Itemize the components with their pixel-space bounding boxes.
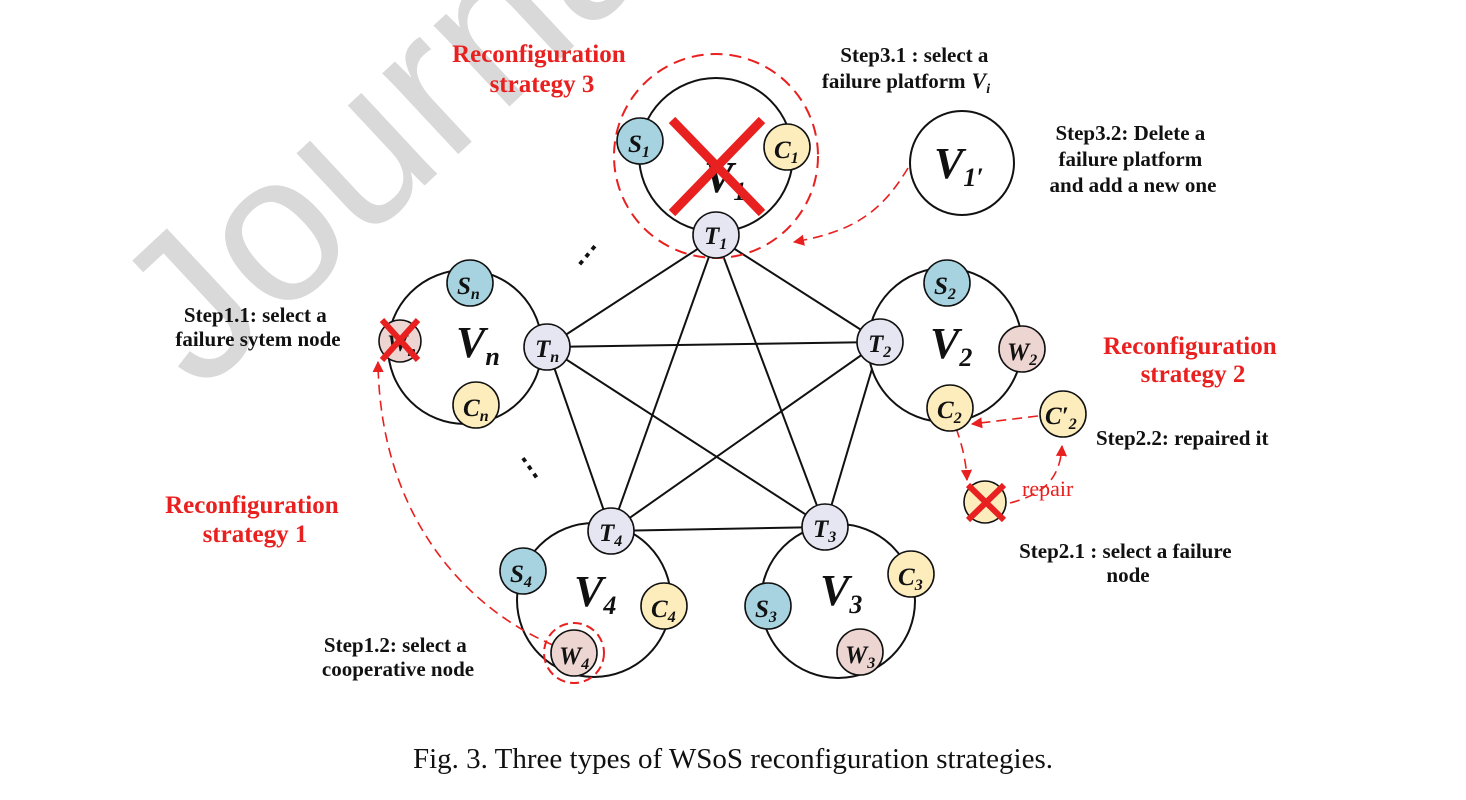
node-c1: C1 (763, 123, 811, 171)
svg-text:Cn: Cn (463, 395, 489, 425)
svg-text:C4: C4 (651, 596, 676, 626)
edge-t2-t3 (824, 341, 881, 528)
step2-1-label: Step2.1 : select a failure node (1019, 539, 1237, 587)
node-t3: T3 (801, 503, 849, 551)
svg-text:C3: C3 (898, 564, 923, 594)
platform-v3-label: V3 (820, 566, 862, 619)
arrow-w4-to-wn (372, 360, 554, 646)
svg-text:S2: S2 (934, 273, 956, 303)
node-w4: W4 (550, 629, 598, 677)
svg-text:S1: S1 (628, 131, 650, 161)
edge-t3-tn (546, 346, 826, 528)
figure-caption: Fig. 3. Three types of WSoS reconfigurat… (413, 743, 1053, 775)
node-s1: S1 (616, 117, 664, 165)
svg-text:W2: W2 (1007, 339, 1037, 369)
repair-label: repair (1022, 476, 1074, 501)
x-mark-v1 (668, 116, 766, 217)
node-t1: T1 (692, 211, 740, 259)
nodes: S1 C1 T1 S2 W2 C2 T2 C′2 S3 C3 W3 T3 S4 … (378, 117, 1087, 677)
svg-text:T3: T3 (813, 516, 836, 546)
node-t4: T4 (587, 507, 635, 555)
edge-t2-t4 (610, 341, 881, 532)
edge-t1-t2 (715, 236, 881, 343)
node-sn: Sn (446, 259, 494, 307)
strategy1-title: Reconfiguration strategy 1 (165, 492, 345, 548)
node-w2: W2 (998, 325, 1046, 373)
node-s4: S4 (499, 547, 547, 595)
svg-text:Tn: Tn (535, 336, 559, 366)
node-s3: S3 (744, 582, 792, 630)
edge-t3-t4 (610, 526, 826, 532)
arrow-c2new-to-c2 (970, 415, 1039, 429)
step1-1-label: Step1.1: select a failure sytem node (175, 303, 340, 351)
edge-t4-tn (546, 346, 612, 532)
arrow-repair (1009, 444, 1068, 504)
svg-text:C2: C2 (937, 397, 962, 427)
platform-vn-label: Vn (456, 318, 500, 371)
strategy3-title: Reconfiguration strategy 3 (452, 41, 632, 98)
arrow-v1new-to-t1 (792, 167, 909, 246)
node-t2: T2 (856, 318, 904, 366)
step1-2-label: Step1.2: select a cooperative node (322, 633, 474, 681)
platform-v2-label: V2 (930, 319, 972, 372)
x-mark-c2-failed (965, 482, 1007, 523)
svg-text:W4: W4 (559, 643, 589, 673)
edge-t2-tn (546, 341, 881, 348)
ellipsis-top: ⋮ (567, 235, 608, 277)
node-cn: Cn (452, 381, 500, 429)
node-c4: C4 (640, 582, 688, 630)
strategy2-title: Reconfiguration strategy 2 (1103, 333, 1283, 388)
node-w3: W3 (836, 628, 884, 676)
w4-highlight-ring (543, 622, 605, 684)
svg-text:S4: S4 (510, 561, 532, 591)
step2-2-label: Step2.2: repaired it (1096, 426, 1268, 450)
network-edges (546, 236, 881, 532)
edge-t1-tn (546, 236, 717, 348)
arrow-c2-to-failed (955, 427, 973, 482)
svg-text:C′2: C′2 (1045, 403, 1077, 433)
node-c2-replacement: C′2 (1039, 390, 1087, 438)
node-tn: Tn (523, 323, 571, 371)
platform-v1-new-label: V1′ (934, 139, 984, 192)
edge-t1-t4 (610, 236, 717, 532)
platform-v1-new-circle (909, 110, 1015, 216)
svg-text:S3: S3 (755, 596, 777, 626)
ellipsis-bottom: ⋮ (510, 447, 551, 488)
strategy-titles: Reconfiguration strategy 3 Reconfigurati… (165, 41, 1283, 548)
node-c2: C2 (926, 384, 974, 432)
node-c3: C3 (887, 550, 935, 598)
strategy-arrows (372, 167, 1068, 646)
svg-text:Sn: Sn (457, 273, 480, 303)
node-s2: S2 (923, 259, 971, 307)
svg-text:T1: T1 (704, 223, 727, 253)
x-mark-wn (379, 317, 421, 363)
edge-t1-t3 (715, 236, 826, 528)
svg-text:C1: C1 (774, 137, 799, 167)
svg-text:W3: W3 (845, 642, 875, 672)
failure-marks (379, 116, 1007, 523)
step3-2-label: Step3.2: Delete a failure platform and a… (1050, 121, 1217, 197)
svg-text:T4: T4 (599, 520, 622, 550)
svg-text:T2: T2 (868, 331, 891, 361)
platform-v4-label: V4 (574, 567, 616, 620)
